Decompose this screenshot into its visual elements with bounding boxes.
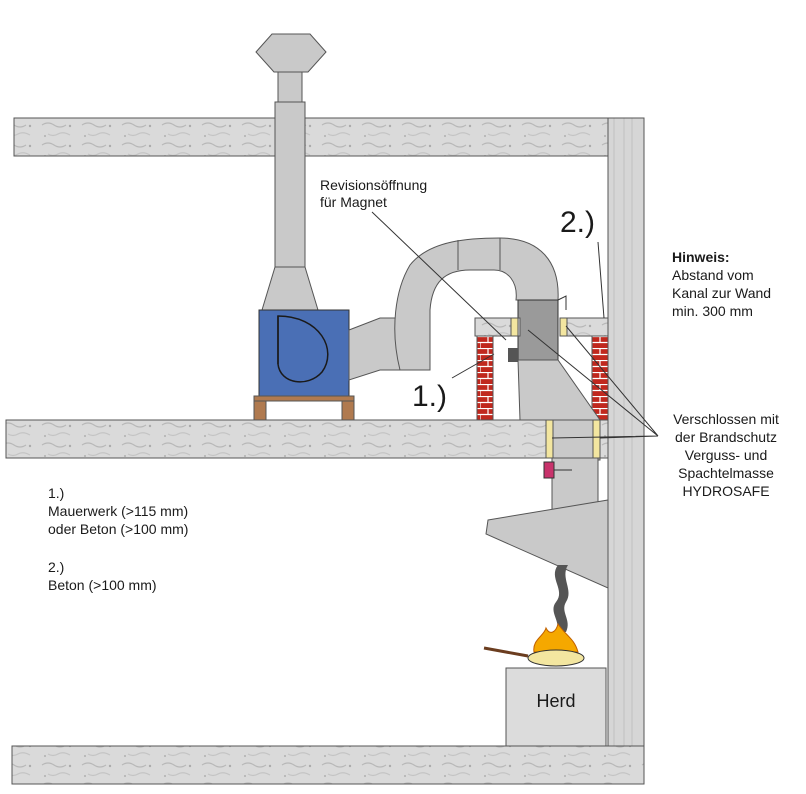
hint-line2: Kanal zur Wand (672, 285, 771, 301)
ceiling-slab (13, 117, 609, 157)
marker-1: 1.) (412, 380, 447, 413)
hint-title: Hinweis: (672, 249, 730, 265)
pan-icon (527, 649, 585, 667)
sealed-line2: der Brandschutz (675, 429, 777, 445)
smoke-icon (553, 565, 569, 632)
exhaust-duct-vertical (274, 101, 306, 268)
sealant-upper-left (510, 317, 519, 337)
fan-box (258, 309, 350, 397)
fan-impeller-icon (277, 315, 329, 383)
chimney-stack (277, 71, 303, 103)
sealed-line1: Verschlossen mit (673, 411, 779, 427)
legend-1-num: 1.) (48, 485, 64, 501)
extraction-hood (485, 499, 609, 589)
revision-label-line2: für Magnet (320, 194, 387, 210)
flame-icon (533, 622, 579, 653)
revision-label-line1: Revisionsöffnung (320, 177, 427, 193)
chimney-cap (255, 33, 327, 73)
upper-duct-slab-left (474, 317, 521, 337)
legend-1-line1: Mauerwerk (>115 mm) (48, 503, 188, 519)
sealed-line5: HYDROSAFE (682, 483, 769, 499)
legend-2-num: 2.) (48, 559, 64, 575)
sealed-line4: Spachtelmasse (678, 465, 774, 481)
stove (505, 667, 607, 747)
duct-loop (394, 237, 559, 371)
sealant-floor-left (545, 419, 554, 459)
sealant-upper-right (559, 317, 568, 337)
floor-slab (5, 419, 609, 459)
fire-damper-upper (517, 299, 559, 361)
damper-actuator (543, 461, 555, 479)
stove-label: Herd (536, 691, 575, 711)
legend-1-line2: oder Beton (>100 mm) (48, 521, 188, 537)
legend-2-line1: Beton (>100 mm) (48, 577, 157, 593)
sealed-line3: Verguss- und (685, 447, 768, 463)
bottom-slab (11, 745, 645, 785)
marker-2: 2.) (560, 206, 595, 239)
right-wall (607, 117, 645, 747)
sealant-floor-right (592, 419, 601, 459)
hint-line1: Abstand vom (672, 267, 754, 283)
brick-wall-left (476, 335, 494, 421)
hint-line3: min. 300 mm (672, 303, 753, 319)
fan-transition (261, 266, 319, 311)
brick-wall-right (591, 335, 609, 421)
